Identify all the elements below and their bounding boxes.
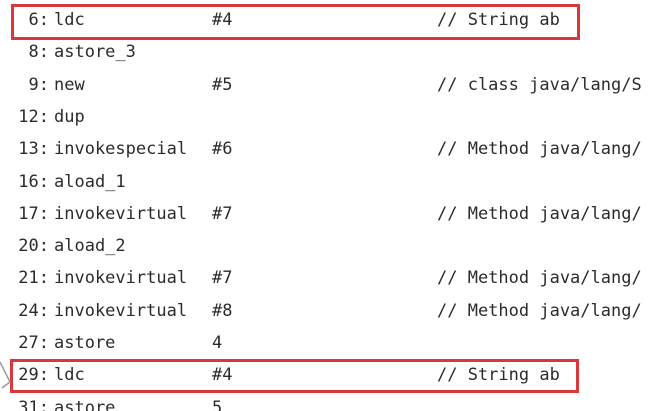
line-offset: 21: <box>18 268 49 289</box>
line-opcode: astore <box>54 397 116 411</box>
line-offset: 9: <box>28 74 49 95</box>
bytecode-line: 24:invokevirtual #8 // Method java/lang/ <box>0 295 655 327</box>
bytecode-line: 6:ldc #4 // String ab <box>0 4 655 36</box>
bytecode-line: 27:astore 4 <box>0 327 655 359</box>
line-opcode: invokevirtual <box>54 268 188 289</box>
line-opcode: astore <box>54 333 116 353</box>
line-operand: #4 <box>212 10 233 30</box>
highlight-box-line-6 <box>11 4 580 40</box>
line-opcode: new <box>54 74 85 95</box>
line-operand: #7 <box>212 268 233 289</box>
line-opcode: ldc <box>54 365 85 386</box>
line-offset: 16: <box>18 171 49 192</box>
line-offset: 12: <box>18 106 49 127</box>
line-opcode: aload_1 <box>54 171 126 192</box>
bytecode-line: 16:aload_1 <box>0 166 655 198</box>
bytecode-line: 8:astore_3 <box>0 36 655 68</box>
line-comment: // String ab <box>437 365 560 386</box>
line-operand: 4 <box>212 333 223 353</box>
line-opcode: aload_2 <box>54 236 126 257</box>
line-comment: // Method java/lang/ <box>437 203 642 224</box>
line-comment: // Method java/lang/ <box>437 268 642 289</box>
line-opcode: ldc <box>54 10 85 30</box>
line-opcode: invokevirtual <box>54 300 188 321</box>
line-offset: 8: <box>28 42 49 63</box>
line-comment: // Method java/lang/ <box>437 139 642 160</box>
line-operand: #5 <box>212 74 233 95</box>
line-offset: 17: <box>18 203 49 224</box>
line-offset: 29: <box>18 365 49 386</box>
bytecode-line: 21:invokevirtual #7 // Method java/lang/ <box>0 262 655 294</box>
line-offset: 13: <box>18 139 49 160</box>
bytecode-line: 20:aload_2 <box>0 230 655 262</box>
line-offset: 24: <box>18 300 49 321</box>
bytecode-line: 17:invokevirtual #7 // Method java/lang/ <box>0 198 655 230</box>
line-opcode: invokespecial <box>54 139 188 160</box>
line-operand: #7 <box>212 203 233 224</box>
line-operand: #4 <box>212 365 233 386</box>
line-offset: 27: <box>18 333 49 353</box>
line-offset: 6: <box>28 10 49 30</box>
line-opcode: dup <box>54 106 85 127</box>
line-offset: 31: <box>18 397 49 411</box>
bytecode-line: 12:dup <box>0 101 655 133</box>
mouse-cursor-icon <box>0 358 14 390</box>
line-operand: #8 <box>212 300 233 321</box>
line-offset: 20: <box>18 236 49 257</box>
highlight-box-line-29 <box>10 359 579 393</box>
line-opcode: invokevirtual <box>54 203 188 224</box>
line-comment: // Method java/lang/ <box>437 300 642 321</box>
line-comment: // class java/lang/S <box>437 74 642 95</box>
bytecode-line: 13:invokespecial #6 // Method java/lang/ <box>0 133 655 165</box>
line-opcode: astore_3 <box>54 42 136 63</box>
line-operand: #6 <box>212 139 233 160</box>
line-comment: // String ab <box>437 10 560 30</box>
line-operand: 5 <box>212 397 223 411</box>
bytecode-line: 31: astore 5 <box>0 392 655 411</box>
bytecode-line: 9:new #5 // class java/lang/S <box>0 69 655 101</box>
bytecode-line: 29:ldc #4 // String ab <box>0 359 655 391</box>
